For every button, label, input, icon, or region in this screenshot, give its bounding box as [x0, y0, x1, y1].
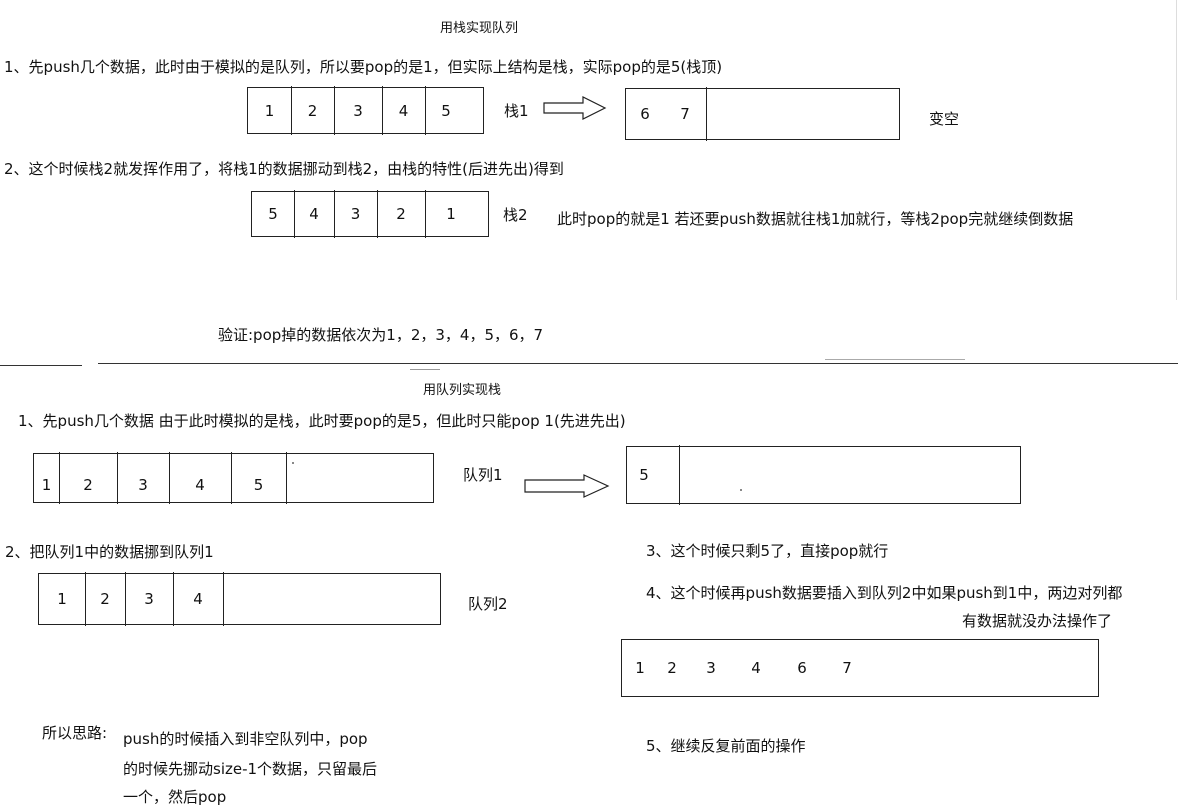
- queue-final-cell: 2: [667, 659, 677, 677]
- queue1-cell: 5: [253, 476, 264, 494]
- cell-divider: [294, 190, 295, 238]
- stack1-after-cell: 6: [640, 105, 650, 123]
- queue1-after-cell: 5: [639, 466, 649, 484]
- cell-divider: [286, 452, 287, 504]
- cell-divider: [117, 452, 118, 504]
- summary-line-2: 的时候先挪动size-1个数据，只留最后: [123, 760, 378, 778]
- cell-divider: [679, 445, 680, 505]
- top-step2-text: 2、这个时候栈2就发挥作用了，将栈1的数据挪动到栈2，由栈的特性(后进先出)得到: [4, 160, 564, 178]
- stack2-cell: 3: [350, 205, 361, 223]
- top-step1-text: 1、先push几个数据，此时由于模拟的是队列，所以要pop的是1，但实际上结构是…: [4, 58, 723, 76]
- queue-final-cell: 3: [706, 659, 716, 677]
- stack2-note: 此时pop的就是1 若还要push数据就往栈1加就行，等栈2pop完就继续倒数据: [557, 210, 1074, 228]
- queue2-cell: 1: [57, 590, 67, 608]
- stack2-box: 5 4 3 2 1: [251, 190, 489, 238]
- queue-final-cell: 7: [842, 659, 852, 677]
- stack2-cell: 2: [396, 205, 406, 223]
- queue1-cell: 1: [41, 476, 52, 494]
- stack1-cell: 3: [353, 101, 363, 120]
- summary-label: 所以思路:: [42, 724, 108, 742]
- becomes-empty-label: 变空: [929, 110, 960, 128]
- stack1-cell: 2: [307, 101, 318, 120]
- stray-mark: [740, 489, 742, 491]
- cell-divider: [334, 190, 335, 238]
- queue2-cell: 2: [100, 590, 110, 608]
- section-divider: [98, 363, 1178, 364]
- queue1-cell: 3: [138, 476, 148, 494]
- bottom-step4-text: 4、这个时候再push数据要插入到队列2中如果push到1中，两边对列都: [646, 584, 1123, 602]
- summary-line-1: push的时候插入到非空队列中，pop: [123, 730, 368, 748]
- queue-final-cell: 1: [635, 659, 645, 677]
- cell-divider: [706, 87, 707, 141]
- cell-divider: [377, 190, 378, 238]
- cell-divider: [382, 86, 383, 135]
- stack1-label: 栈1: [504, 102, 529, 120]
- queue-final-cell: 4: [751, 659, 761, 677]
- queue1-label: 队列1: [463, 466, 503, 484]
- page-edge-line: [1176, 0, 1177, 300]
- queue2-cell: 3: [144, 590, 154, 608]
- cell-divider: [334, 86, 335, 135]
- section-divider: [410, 369, 440, 370]
- stack2-cell: 4: [309, 205, 319, 223]
- bottom-step2-text: 2、把队列1中的数据挪到队列1: [5, 543, 214, 561]
- queue2-box: 1 2 3 4: [38, 572, 441, 626]
- queue1-cell: 2: [83, 476, 93, 494]
- cell-divider: [425, 86, 426, 135]
- queue1-cell: 4: [195, 476, 205, 494]
- queue2-cell: 4: [193, 590, 203, 608]
- cell-divider: [231, 452, 232, 504]
- cell-divider: [173, 572, 174, 626]
- section-divider: [0, 365, 82, 366]
- bottom-step4-text-cont: 有数据就没办法操作了: [962, 612, 1113, 630]
- cell-divider: [223, 572, 224, 626]
- queue2-label: 队列2: [468, 595, 508, 613]
- section-divider: [825, 359, 965, 360]
- stray-mark: [292, 462, 294, 464]
- stack2-cell: 1: [446, 205, 456, 223]
- verify-text: 验证:pop掉的数据依次为1，2，3，4，5，6，7: [218, 326, 544, 344]
- cell-divider: [291, 86, 292, 135]
- right-arrow-icon: [524, 474, 610, 498]
- queue-final-cell: 6: [797, 659, 807, 677]
- bottom-step1-text: 1、先push几个数据 由于此时模拟的是栈，此时要pop的是5，但此时只能pop…: [18, 412, 626, 430]
- cell-divider: [85, 572, 86, 626]
- cell-divider: [169, 452, 170, 504]
- right-arrow-icon: [543, 96, 607, 120]
- summary-line-3: 一个，然后pop: [123, 788, 227, 806]
- cell-divider: [125, 572, 126, 626]
- stack2-label: 栈2: [503, 206, 528, 224]
- queue-final-box: 1 2 3 4 6 7: [621, 639, 1099, 697]
- stack1-cell: 5: [441, 101, 451, 120]
- cell-divider: [59, 452, 60, 504]
- queue1-after-box: 5: [626, 445, 1021, 505]
- bottom-section-title: 用队列实现栈: [423, 383, 502, 398]
- stack2-cell: 5: [268, 205, 278, 223]
- stack1-cell: 4: [398, 101, 409, 120]
- queue1-box: 1 2 3 4 5: [33, 452, 434, 504]
- cell-divider: [425, 190, 426, 238]
- stack1-cell: 1: [264, 101, 275, 120]
- stack1-box: 1 2 3 4 5: [247, 86, 484, 135]
- stack1-after-box: 6 7: [625, 87, 900, 141]
- bottom-step5-text: 5、继续反复前面的操作: [646, 737, 806, 755]
- top-section-title: 用栈实现队列: [440, 21, 519, 36]
- bottom-step3-text: 3、这个时候只剩5了，直接pop就行: [646, 542, 889, 560]
- stack1-after-cell: 7: [680, 105, 690, 123]
